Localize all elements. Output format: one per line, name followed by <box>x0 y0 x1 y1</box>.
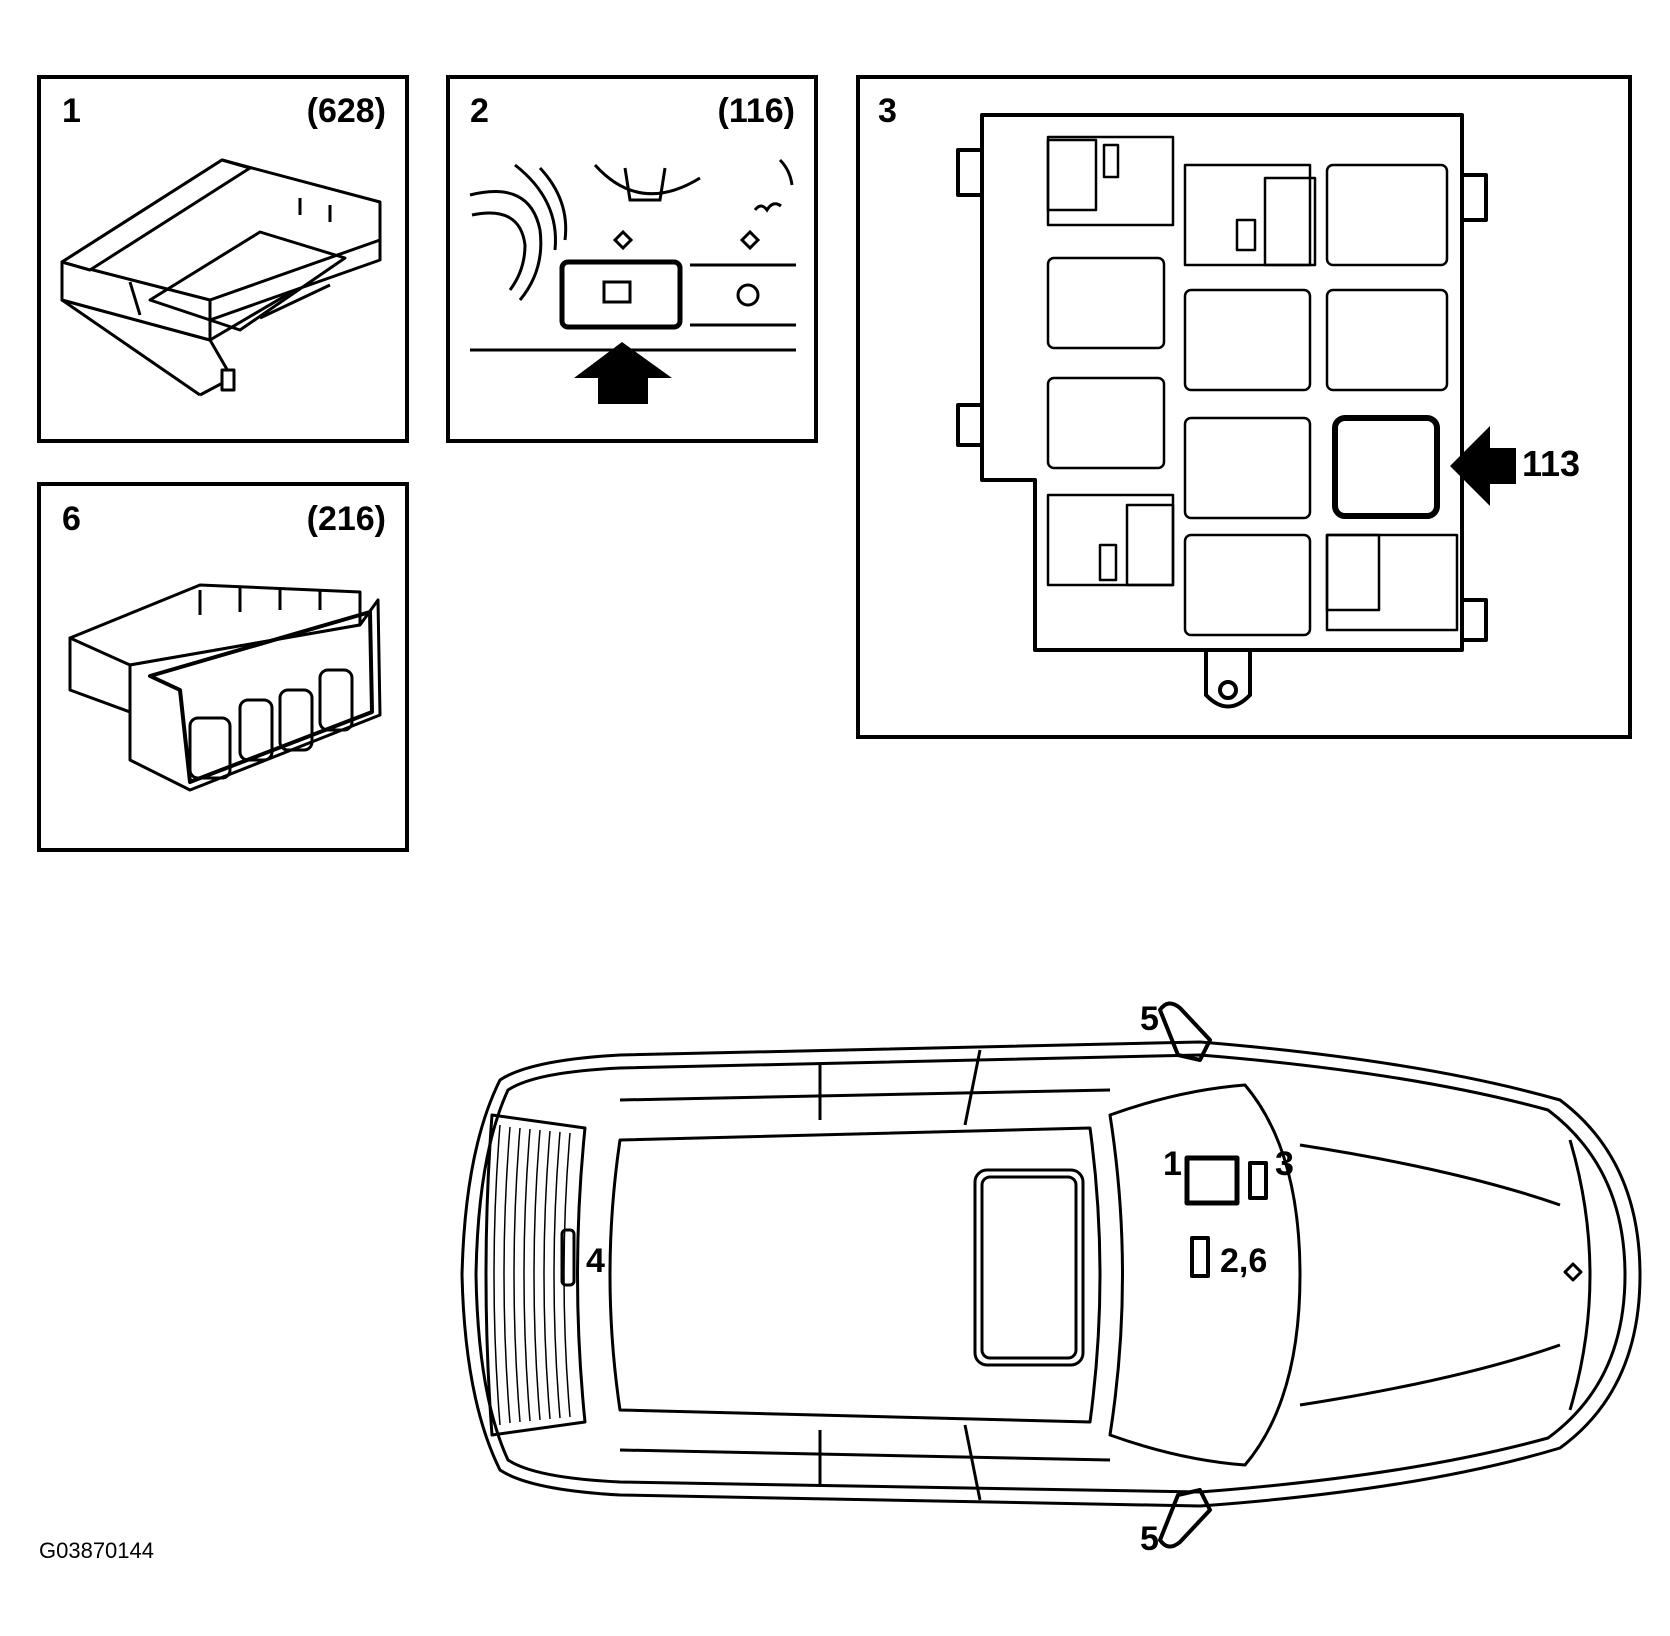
climate-panel-illustration <box>68 583 382 792</box>
relay-box-illustration <box>956 113 1488 709</box>
panel-2-number: 2 <box>470 92 489 130</box>
rear-defrost-button <box>559 259 683 330</box>
windshield <box>1108 1083 1302 1467</box>
sunroof <box>973 1168 1085 1367</box>
callout-dash-3: 3 <box>1275 1145 1294 1183</box>
panel-2-code: (116) <box>718 92 796 130</box>
callout-dash-2-6: 2,6 <box>1220 1242 1267 1280</box>
dashboard-switch-illustration <box>469 158 796 352</box>
relay-callout-number: 113 <box>1522 443 1580 484</box>
rear-window <box>484 1113 587 1437</box>
panel-1: 1 (628) <box>37 75 409 443</box>
callout-rear: 4 <box>586 1242 605 1280</box>
roof <box>608 1126 1102 1424</box>
figure-id: G03870144 <box>39 1538 154 1563</box>
rear-handle <box>560 1228 576 1287</box>
panel-6-code: (216) <box>307 500 386 538</box>
panel-1-number: 1 <box>62 92 81 130</box>
pointer-arrow-icon <box>574 342 672 404</box>
panel-2: 2 (116) <box>446 75 818 443</box>
component-3-marker <box>1248 1161 1268 1200</box>
component-2-6-marker <box>1190 1236 1210 1278</box>
callout-mirror-bottom: 5 <box>1140 1520 1159 1558</box>
callout-mirror-top: 5 <box>1140 1000 1159 1038</box>
relay-pointer-arrow-icon <box>1450 426 1516 506</box>
vehicle-top-view <box>460 1001 1642 1549</box>
panel-6-number: 6 <box>62 500 81 538</box>
panel-3-number: 3 <box>878 92 897 130</box>
component-1-marker <box>1184 1155 1240 1206</box>
panel-3: 3 <box>856 75 1632 739</box>
mirror-right <box>1158 1488 1212 1549</box>
panel-3-frame <box>856 75 1632 739</box>
callout-dash-1: 1 <box>1163 1145 1182 1183</box>
panel-6: 6 (216) <box>37 482 409 852</box>
mirror-left <box>1158 1001 1212 1062</box>
panel-1-code: (628) <box>307 92 386 130</box>
relay-113 <box>1332 415 1440 519</box>
control-module-illustration <box>60 158 382 397</box>
